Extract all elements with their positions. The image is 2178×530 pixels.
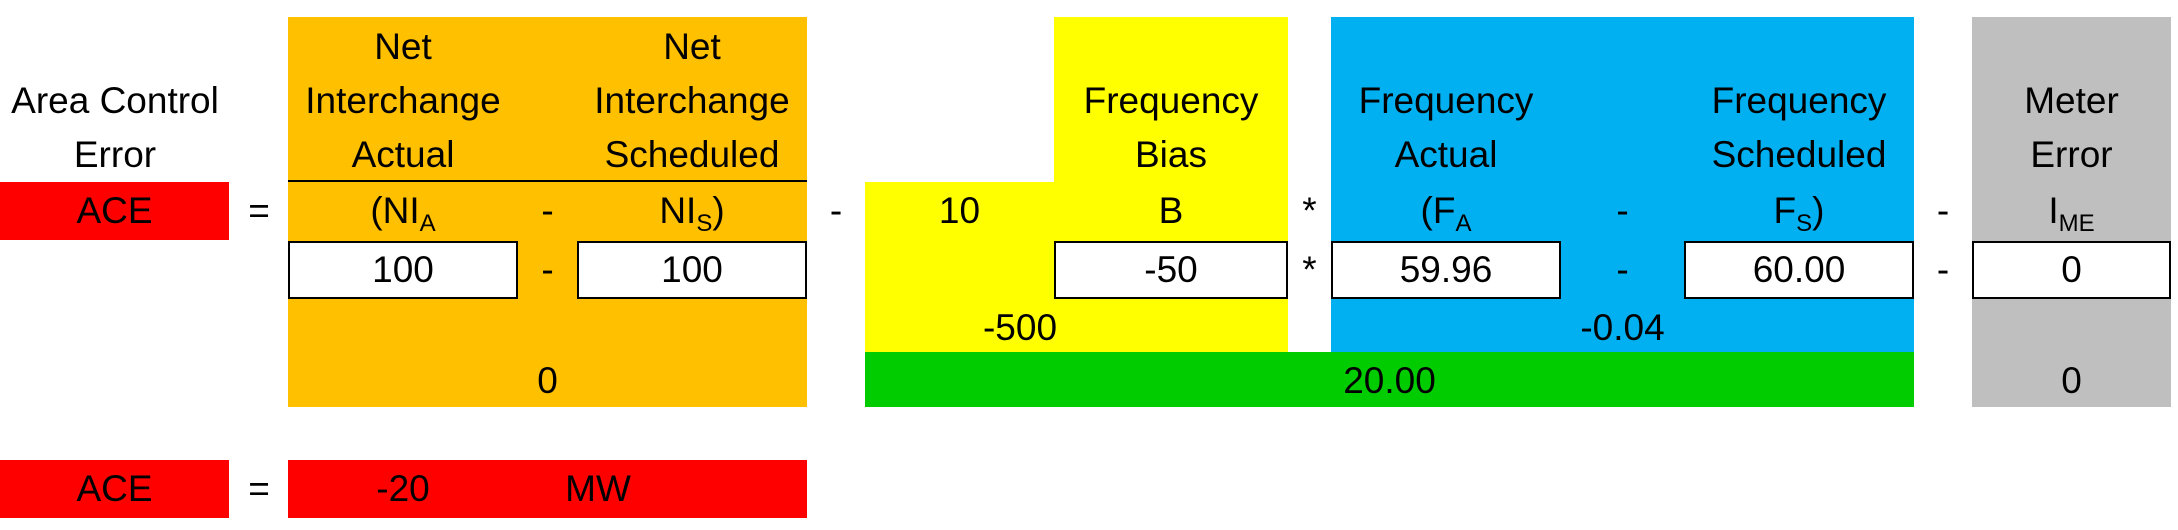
constant-ten: 10 <box>938 190 981 231</box>
ace-final-unit: MW <box>565 468 631 509</box>
multiply-sign-inputs: * <box>1302 249 1317 290</box>
frequency-bias-panel-upper <box>1054 17 1288 182</box>
ni-scheduled-input[interactable]: 100 <box>577 241 807 299</box>
minus-sign-freq: - <box>1616 190 1629 231</box>
ni-scheduled-label-line3: Scheduled <box>604 134 780 175</box>
frequency-actual-label-line2: Actual <box>1394 134 1498 175</box>
meter-error-panel <box>1972 17 2171 407</box>
ni-actual-label-line3: Actual <box>351 134 455 175</box>
ni-scheduled-symbol: NIS) <box>659 190 725 237</box>
equals-sign-formula: = <box>248 190 270 231</box>
freq-scheduled-symbol: FS) <box>1773 190 1825 237</box>
ace-final-value: -20 <box>376 468 430 509</box>
bias-symbol: B <box>1158 190 1184 231</box>
frequency-scheduled-input[interactable]: 60.00 <box>1684 241 1914 299</box>
net-interchange-panel <box>288 17 807 407</box>
minus-sign-inputs-freq: - <box>1616 249 1629 290</box>
ace-final-symbol: ACE <box>76 468 153 509</box>
ace-final-symbol-cell: ACE <box>0 460 229 518</box>
header-divider <box>288 180 807 182</box>
bias-times-ten-result: -500 <box>982 307 1058 348</box>
ni-scheduled-label-line1: Net <box>663 26 721 67</box>
net-interchange-difference-result: 0 <box>537 360 558 401</box>
ni-actual-symbol: (NIA <box>370 190 436 237</box>
frequency-scheduled-label-line2: Scheduled <box>1711 134 1887 175</box>
equals-sign-final: = <box>248 468 270 509</box>
freq-actual-symbol: (FA <box>1420 190 1472 237</box>
ni-actual-input[interactable]: 100 <box>288 241 518 299</box>
ni-actual-label-line1: Net <box>374 26 432 67</box>
frequency-bias-label-line1: Frequency <box>1083 80 1259 121</box>
ni-actual-label-line2: Interchange <box>305 80 501 121</box>
meter-error-symbol: IME <box>2048 190 2095 237</box>
minus-sign-ni: - <box>541 190 554 231</box>
frequency-actual-label-line1: Frequency <box>1358 80 1534 121</box>
meter-error-result: 0 <box>2061 360 2082 401</box>
minus-sign-main: - <box>829 190 843 231</box>
meter-error-input[interactable]: 0 <box>1972 241 2171 299</box>
multiply-sign-formula: * <box>1302 190 1317 231</box>
minus-sign-inputs-meter: - <box>1936 249 1950 290</box>
frequency-term-result: 20.00 <box>1343 360 1436 401</box>
ni-scheduled-label-line2: Interchange <box>594 80 790 121</box>
meter-error-label-line1: Meter <box>2024 80 2119 121</box>
meter-error-label-line2: Error <box>2030 134 2113 175</box>
frequency-difference-result: -0.04 <box>1580 307 1665 348</box>
ace-symbol-cell: ACE <box>0 182 229 240</box>
frequency-scheduled-label-line1: Frequency <box>1711 80 1887 121</box>
frequency-actual-input[interactable]: 59.96 <box>1331 241 1561 299</box>
area-control-error-label-line1: Area Control <box>11 80 219 121</box>
area-control-error-label-line2: Error <box>73 134 157 175</box>
frequency-bias-input[interactable]: -50 <box>1054 241 1288 299</box>
minus-sign-meter: - <box>1936 190 1950 231</box>
minus-sign-inputs-ni: - <box>541 249 554 290</box>
ace-symbol: ACE <box>76 190 153 231</box>
frequency-bias-label-line2: Bias <box>1135 134 1207 175</box>
frequency-term-result-bar <box>865 352 1914 407</box>
ace-final-result-cell: -20 MW <box>288 460 807 518</box>
